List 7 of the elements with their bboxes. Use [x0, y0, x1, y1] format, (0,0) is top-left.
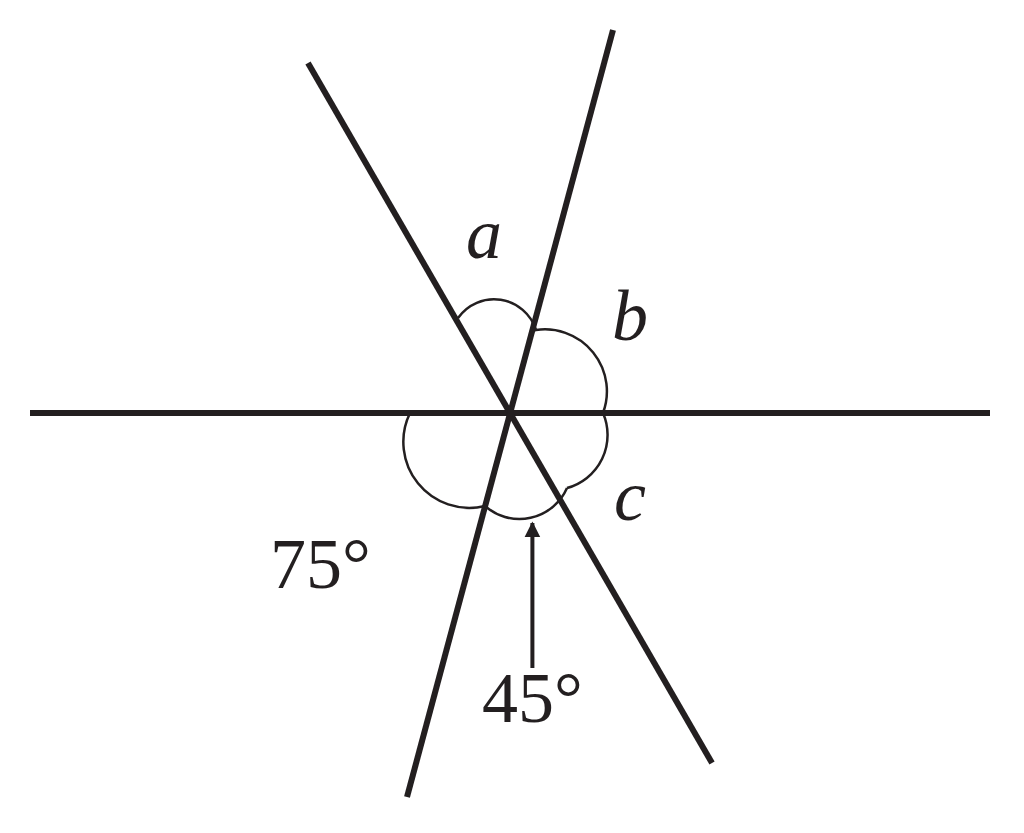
- angle-variable: c: [614, 460, 646, 532]
- angle-variable: b: [612, 280, 648, 352]
- angle-variable: a: [466, 198, 502, 270]
- angle-label: 45°: [482, 662, 583, 734]
- angle-label: 75°: [270, 528, 371, 600]
- pointer-arrow: [524, 521, 541, 668]
- angle-arc: [484, 487, 569, 521]
